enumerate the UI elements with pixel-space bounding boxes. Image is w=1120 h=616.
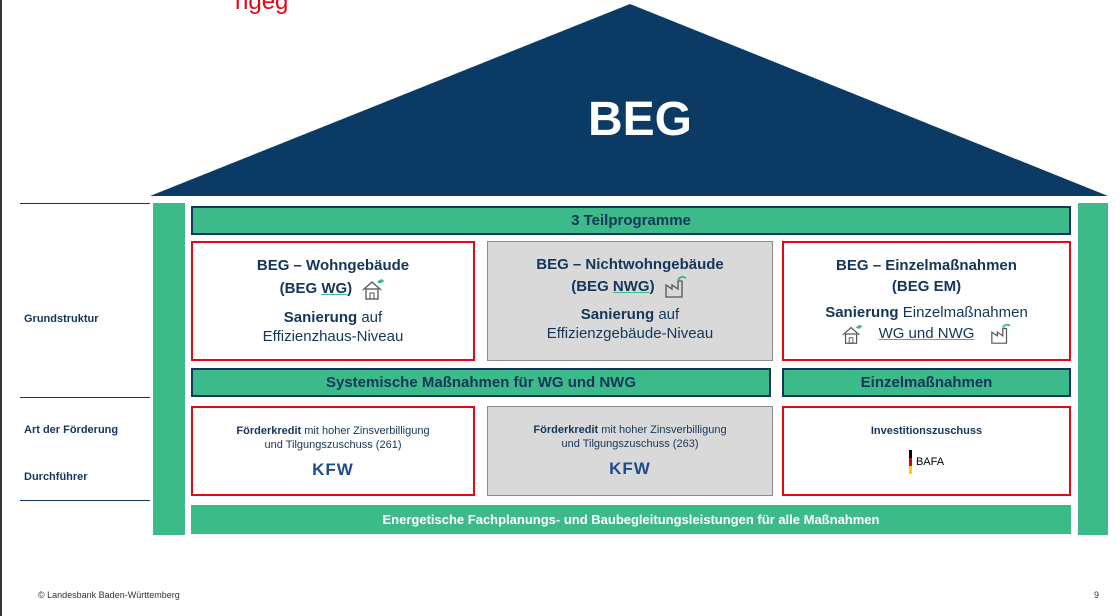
kfw-logo: KFW	[609, 459, 651, 478]
systemische-massnahmen-bar: Systemische Maßnahmen für WG und NWG	[191, 368, 771, 397]
factory-icon	[665, 275, 687, 298]
funding-line2: und Tilgungszuschuss (261)	[264, 439, 402, 451]
funding-box-bafa: Investitionszuschuss BAFA	[782, 406, 1071, 496]
program-sub-line2: Effizienzgebäude-Niveau	[546, 325, 714, 342]
right-pillar	[1078, 203, 1108, 535]
program-title-suffix: )	[347, 279, 353, 297]
house-leaf-icon	[362, 279, 385, 300]
bafa-label: BAFA	[915, 456, 945, 468]
funding-line2: und Tilgungszuschuss (263)	[561, 438, 699, 450]
page-number: 9	[1094, 590, 1100, 600]
program-title: BEG – Nichtwohngebäude (BEG NWG)	[488, 254, 772, 299]
slide-frame	[0, 0, 2, 616]
row-label-durchfuehrer: Durchführer	[24, 471, 88, 483]
roof-title: BEG	[587, 93, 692, 146]
program-abbr: WG	[321, 279, 348, 297]
row-divider	[20, 500, 150, 501]
program-sub-bold: Sanierung	[283, 309, 358, 326]
funding-rest: mit hoher Zinsverbilligung	[598, 424, 727, 436]
program-title-suffix: )	[649, 277, 655, 295]
program-abbr: NWG	[612, 277, 650, 295]
program-title: BEG – Einzelmaßnahmen (BEG EM)	[784, 255, 1069, 297]
bafa-logo: BAFA	[784, 450, 1069, 474]
row-label-grundstruktur: Grundstruktur	[24, 313, 99, 325]
row-divider	[20, 203, 150, 204]
program-box-em: BEG – Einzelmaßnahmen (BEG EM) Sanierung…	[782, 241, 1071, 361]
footer-copyright: © Landesbank Baden-Württemberg	[38, 590, 180, 600]
program-sub-bold: Sanierung	[825, 304, 899, 321]
row-divider	[20, 397, 150, 398]
einzelmassnahmen-bar: Einzelmaßnahmen	[782, 368, 1071, 397]
kfw-logo: KFW	[312, 460, 354, 479]
program-subtitle: Sanierung auf Effizienzgebäude-Niveau	[488, 305, 772, 343]
funding-box-263: Förderkredit mit hoher Zinsverbilligung …	[487, 406, 773, 496]
program-sub-bold: Sanierung	[580, 306, 655, 323]
funding-text: Förderkredit mit hoher Zinsverbilligung …	[488, 423, 772, 451]
program-subtitle: Sanierung auf Effizienzhaus-Niveau	[193, 308, 473, 346]
funding-bold: Förderkredit	[533, 424, 599, 436]
program-title-line1: BEG – Nichtwohngebäude	[536, 256, 724, 273]
program-sub-line2: Effizienzhaus-Niveau	[262, 328, 404, 345]
program-title-prefix: (BEG	[571, 277, 613, 295]
program-sub-rest: auf	[654, 306, 680, 323]
german-flag-bar-icon	[908, 450, 912, 474]
program-title-line2: (BEG EM)	[891, 278, 962, 295]
row-label-art: Art der Förderung	[24, 424, 119, 436]
house-leaf-icon	[842, 324, 863, 344]
bottom-bar: Energetische Fachplanungs- und Baubeglei…	[191, 505, 1071, 534]
funding-rest: mit hoher Zinsverbilligung	[301, 425, 430, 437]
funding-text: Förderkredit mit hoher Zinsverbilligung …	[193, 424, 473, 452]
funding-text: Investitionszuschuss	[784, 424, 1069, 438]
factory-icon	[990, 323, 1011, 344]
program-box-wg: BEG – Wohngebäude (BEG WG) Sanierung auf…	[191, 241, 475, 361]
program-title: BEG – Wohngebäude (BEG WG)	[193, 255, 473, 302]
program-title-line1: BEG – Einzelmaßnahmen	[836, 257, 1017, 274]
teilprogramme-bar: 3 Teilprogramme	[191, 206, 1071, 235]
program-subtitle: Sanierung Einzelmaßnahmen WG und NWG	[784, 303, 1069, 346]
funding-bold: Investitionszuschuss	[870, 425, 983, 437]
slide-title-fragment: ngeg	[235, 0, 289, 15]
left-pillar	[153, 203, 185, 535]
program-sub-line2: WG und NWG	[878, 324, 975, 342]
program-sub-rest: Einzelmaßnahmen	[898, 304, 1028, 321]
program-box-nwg: BEG – Nichtwohngebäude (BEG NWG) Sanieru…	[487, 241, 773, 361]
program-sub-rest: auf	[357, 309, 383, 326]
house-roof	[150, 4, 1108, 196]
program-title-line1: BEG – Wohngebäude	[256, 257, 410, 274]
funding-box-261: Förderkredit mit hoher Zinsverbilligung …	[191, 406, 475, 496]
program-title-prefix: (BEG	[279, 279, 322, 297]
funding-bold: Förderkredit	[236, 425, 302, 437]
